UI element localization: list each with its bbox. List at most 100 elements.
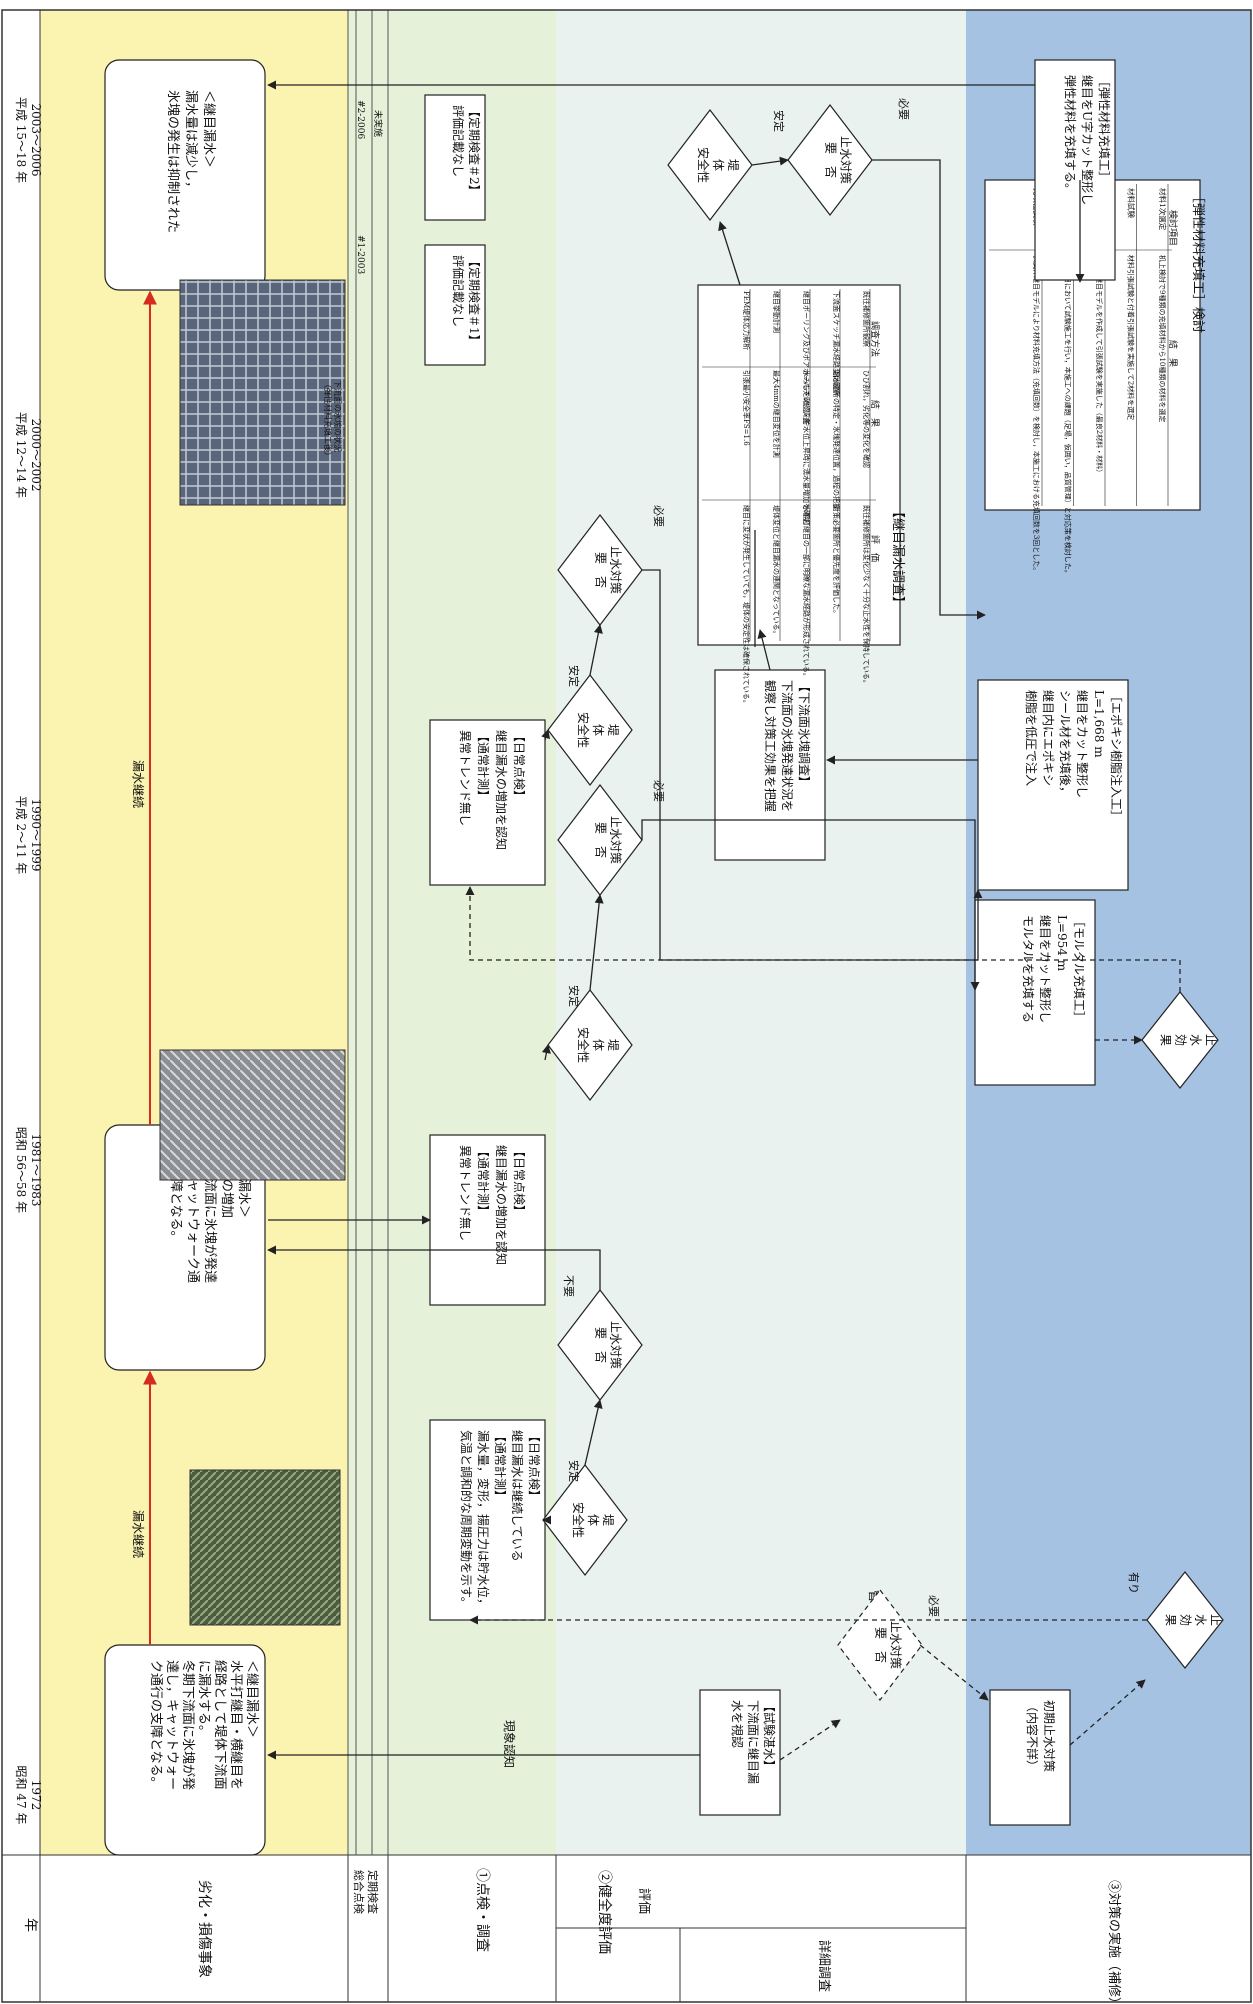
elastic-table-header: 検討項目 <box>1167 210 1179 246</box>
periodic-label-1: #1-2003 <box>355 235 365 274</box>
band-periodic <box>348 10 388 2002</box>
year-label-line: 平成 12～14 年 <box>14 412 28 498</box>
daily-1-text-line: 漏水量，変形，揚圧力は貯水位， <box>476 1430 491 1610</box>
leak-survey-title-line: 【継目漏水調査】 <box>890 505 906 609</box>
trial-flooding-text-line: 水を視認 <box>730 1700 745 1748</box>
daily-3-text-line: 【日常点検】 <box>512 730 526 802</box>
header-evaluation: 評価 <box>636 1888 651 1914</box>
header-detailed-survey-line: 詳細調査 <box>816 1940 832 1992</box>
mortar-text-line: L=954 m <box>1055 915 1069 972</box>
diamond-label: 止水対策 <box>839 136 853 184</box>
epoxy-text-line: 継目内にエポキシ <box>1041 690 1056 786</box>
trial-flooding-text-line: 【試験湛水】 <box>762 1700 777 1772</box>
leak-table-cell: FEM堤体応力解析 <box>742 291 751 350</box>
diamond-label: 止水対策 <box>609 1321 623 1369</box>
needed-label-2: 必要 <box>652 780 665 802</box>
leak-table-cell: 水平打継目の一部に明瞭な漏水経路が形成されている。 <box>802 505 811 680</box>
header-year-line: 年 <box>22 1918 38 1932</box>
leak-table-cell: 既往補修箇所観察 <box>862 291 871 347</box>
leak-table-cell: 堤体変位と継目漏水の連関となっている。 <box>772 505 781 637</box>
daily-1-text-line: 【日常点検】 <box>527 1430 541 1502</box>
photo-caption-line: 下流面の氷塊の状況 <box>333 380 343 452</box>
daily-2-text-line: 【通常計測】 <box>476 1145 491 1217</box>
year-label-line: 平成 15～18 年 <box>14 97 28 183</box>
daily-1-text-line: 【通常計測】 <box>493 1430 508 1502</box>
leak-continue-label-1: 漏水継続 <box>131 1510 146 1558</box>
periodic-box-1-text-line: 【定期検査＃1】 <box>467 255 482 347</box>
event-1972-text-line: ＜継目漏水＞ <box>244 1660 260 1738</box>
elastic-table-cell: 材料1次選定 <box>1158 188 1168 231</box>
event-1972-text-line: 水平打継目・横継目を <box>228 1660 243 1790</box>
diamond-label: 止水対策 <box>889 1621 903 1669</box>
year-label-line: 昭和 47 年 <box>14 1766 28 1825</box>
header-deterioration: 劣化・損傷事象 <box>196 1880 212 1978</box>
leak-survey-title: 【継目漏水調査】 <box>890 505 906 609</box>
daily-3-text-line: 【通常計測】 <box>476 730 491 802</box>
diamond-label: 要 否 <box>594 822 608 858</box>
periodic-box-2-text-line: 【定期検査＃2】 <box>467 105 482 197</box>
elastic-final-text-line: 継目をU字カット整形し <box>1080 75 1095 205</box>
dam-photo-1983 <box>160 1050 345 1180</box>
elastic-final-text-line: 弾性材料を充填する。 <box>1063 75 1078 195</box>
year-label-line: 2000～2002 <box>29 418 43 491</box>
header-countermeasure: ③対策の実施（補修） <box>1106 1880 1122 2004</box>
event-1972-text-line: 達し，キャットウォー <box>164 1660 179 1790</box>
mortar-text-line: 継目をカット整形し <box>1038 915 1053 1023</box>
unneeded-label: 不要 <box>562 1275 575 1297</box>
elastic-study-title: ［弾性材料充填工］検討 <box>1190 190 1206 333</box>
trial-flooding-text-line: 下流面に継目漏 <box>746 1700 761 1784</box>
year-label-line: 昭和 56～58 年 <box>14 1127 28 1213</box>
photo-caption-line: （弾性材料充填工後） <box>323 380 333 460</box>
stable-label-2: 安定 <box>567 985 581 1007</box>
leak-table-cell: 既往補修箇所は変化少なく十分な止水性を保持している。 <box>862 505 871 687</box>
diamond-label: 効 <box>1179 1614 1194 1626</box>
epoxy-text-line: シール材を充填後， <box>1058 690 1073 798</box>
header-periodic-line: 総合点検 <box>352 1870 366 1914</box>
diamond-label: 止 <box>1209 1614 1223 1626</box>
daily-1-text-line: 継目漏水は継続している <box>510 1430 525 1562</box>
band-year <box>2 10 40 2002</box>
daily-3-text-line: 異常トレンド無し <box>458 730 473 826</box>
periodic-label-2: #2-2006 <box>355 100 365 139</box>
leak-table-cell: 対策必要箇所と優先度を評価した。 <box>832 505 841 617</box>
year-label: 2000～2002平成 12～14 年 <box>14 412 43 498</box>
header-inspection-line: ①点検・調査 <box>474 1868 490 1952</box>
elastic-table-cell: 材料試験 <box>1127 188 1137 218</box>
header-year: 年 <box>22 1918 38 1932</box>
needed-label-3: 必要 <box>652 505 665 527</box>
elastic-table-cell: 供試体継目モデルにより材料充填方法（充填回数）を検討し，本施工における充填回数を… <box>1032 255 1041 574</box>
initial-measure-text-line: （内容不詳） <box>1025 1700 1040 1772</box>
diamond-label: 要 否 <box>594 1327 608 1363</box>
diamond-label: 体 <box>591 724 605 736</box>
diamond-label: 堤 <box>726 159 740 171</box>
header-countermeasure-line: ③対策の実施（補修） <box>1106 1880 1122 2004</box>
year-label-line: 1990～1999 <box>29 798 43 871</box>
diamond-label: 止水対策 <box>609 816 623 864</box>
stable-label-3: 安定 <box>567 665 581 687</box>
diamond-label: 要 否 <box>824 142 838 178</box>
year-label-line: 平成 2～11 年 <box>14 796 28 875</box>
event-2003-text-line: ＜継目漏水＞ <box>201 90 217 168</box>
ice-photo-2006 <box>180 280 345 505</box>
header-deterioration-line: 劣化・損傷事象 <box>196 1880 212 1978</box>
header-periodic-line: 定期検査 <box>366 1870 380 1914</box>
event-1972-text-line: ク通行の支障となる。 <box>148 1660 163 1790</box>
daily-1-text-line: 気温と調和的な周期変動を示す。 <box>459 1430 474 1609</box>
elastic-table-cell: 材料引張試験と付着引張試験を実施して2材料を選定 <box>1127 255 1136 420</box>
epoxy-text-line: 樹脂を低圧で注入 <box>1024 690 1039 786</box>
phenomenon-label-line: 現象認知 <box>502 1720 517 1768</box>
leak-continue-label-2: 漏水継続 <box>131 760 146 808</box>
diamond-label: 堤 <box>601 1514 615 1526</box>
header-soundness: ②健全度評価 <box>596 1870 613 1954</box>
periodic-not-done: 未実施 <box>372 110 384 137</box>
phenomenon-label: 現象認知 <box>502 1720 517 1768</box>
elastic-study-title-line: ［弾性材料充填工］検討 <box>1190 190 1206 333</box>
elastic-final-text-line: ［弾性材料充填工］ <box>1097 75 1112 183</box>
event-2003-text-line: 氷塊の発生は抑制された <box>165 90 181 233</box>
elastic-table-cell: 堤体の継目モデルを作成して引張試験を実施した（最良2材料・材料） <box>1095 255 1104 476</box>
diamond-label: 安全性 <box>571 1502 586 1538</box>
leak-table-cell: 継目挙動計測 <box>772 291 781 333</box>
